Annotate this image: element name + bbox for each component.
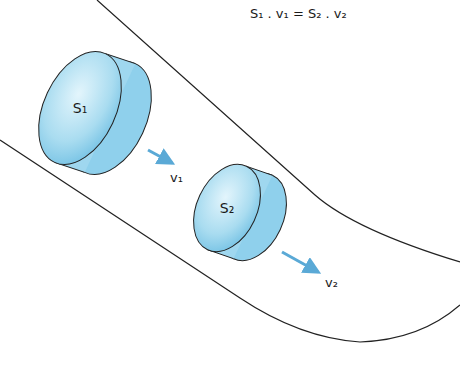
- velocity-arrow: [282, 252, 318, 272]
- disc-face: [30, 38, 138, 177]
- disc-face: [185, 154, 274, 263]
- equation: S₁ . v₁ = S₂ . v₂: [250, 6, 347, 21]
- area-label: S₁: [73, 100, 88, 116]
- pipe-wall: [0, 140, 460, 342]
- velocity-label: v₂: [325, 275, 338, 290]
- cross-section-disc: S₂: [185, 152, 300, 272]
- cross-section-disc: S₁: [30, 36, 165, 186]
- velocity-label: v₁: [170, 170, 183, 185]
- area-label: S₂: [220, 200, 235, 216]
- disc-shape: [185, 152, 300, 272]
- disc-shape: [30, 36, 165, 186]
- velocity-arrow: [148, 150, 172, 163]
